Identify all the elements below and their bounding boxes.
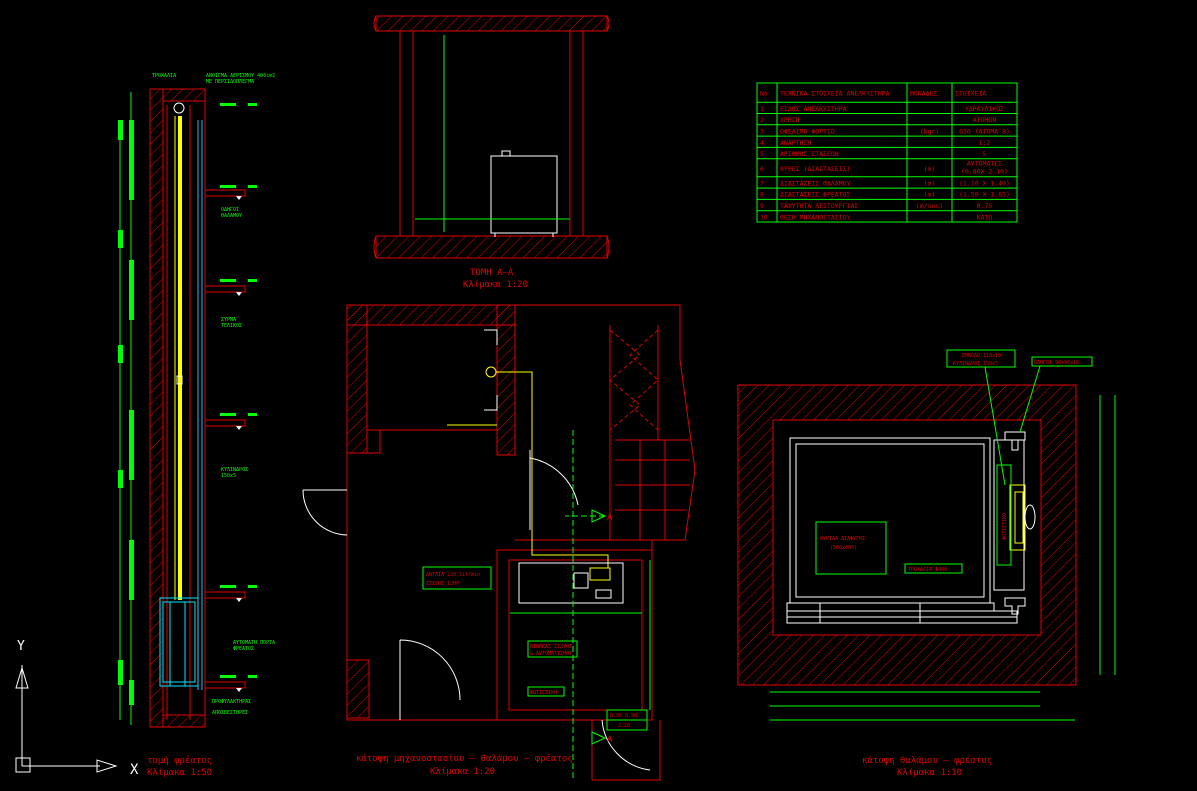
cabin-plan: ΦΩΤΙΣΤΙΚΟ ΘΥΡΙΔΑ ΔΙΑΦΥΓΗΣ (500x400) ΤΡΟΧ…	[737, 349, 1116, 721]
table-cell: 8	[760, 191, 764, 199]
table-cell: (kgr)	[920, 127, 940, 135]
section-scale: Κλίμακα 1:20	[463, 280, 528, 290]
piston-label-1: ΕΜΒΟΛΟ 110x10	[962, 353, 1001, 359]
panel-label-1: ΠΙΝΑΚΑΣ ΙΣΧΥΟΣ	[530, 644, 572, 650]
table-cell: 10	[760, 213, 768, 221]
cabin-title: κάτοψη θαλάμου — φρέατος	[862, 756, 992, 766]
table-cell: ΧΡΗΣΗ	[780, 116, 800, 124]
table-cell: 6	[760, 165, 764, 173]
shaft-label-guides-2: ΘΑΛΑΜΟΥ	[221, 213, 242, 219]
table-header-2: ΜΟΝΑΔΕΣ	[910, 90, 937, 98]
table-cell: ΔΙΑΣΤΑΣΕΙΣ ΦΡΕΑΤΟΣ	[780, 191, 851, 199]
ucs-x-label: X	[130, 762, 139, 778]
shaft-label-buffers: ΑΠΟΣΒΕΣΤΗΡΕΣ	[212, 710, 248, 716]
table-cell: 5	[983, 150, 987, 158]
ucs-y-label: Y	[17, 639, 25, 654]
table-cell: (1.50 X 1.85)	[959, 191, 1010, 199]
table-cell: 2	[760, 116, 764, 124]
hatch-label-2: (500x400)	[830, 545, 857, 551]
shaft-label-wire-2: ΤΕΛΙΚΟΣ	[221, 323, 242, 329]
shaft-label-wire-1: ΣΥΡΜΑ	[221, 317, 236, 323]
plan-label-light: ΦΩΤΙΣΤΙΚΟ	[530, 690, 557, 696]
table-header-1: ΤΕΧΝΙΚΑ ΣΤΟΙΧΕΙΑ ΑΝΕΛΚΥΣΤΗΡΑ	[780, 90, 890, 98]
table-cell: (m)	[924, 191, 936, 199]
plan-dim-box-1: 0.90 0.90	[610, 713, 637, 719]
section-title: ΤΟΜΗ Α—Α	[470, 268, 514, 278]
table-cell: 4	[760, 139, 764, 147]
table-cell: ΑΡΙΘΜΟΣ ΣΤΑΣΕΩΝ	[780, 150, 839, 158]
guide-label: ΟΔΗΓΟΙ 90x90x16	[1034, 360, 1079, 366]
table-cell: ΥΔΡΑΥΛΙΚΟΣ	[965, 105, 1004, 113]
plan-dim-box-2: 2.20	[618, 723, 630, 729]
shaft-label-guard: ΠΡΟΦΥΛΑΚΤΗΡΑΣ	[212, 699, 251, 705]
table-cell: ΔΙΑΣΤΑΣΕΙΣ ΘΑΛΑΜΟΥ	[780, 179, 851, 187]
table-cell: ΑΥΤΟΜΑΤΕΣ	[967, 160, 1002, 168]
piston-label-2: ΚΥΛΙΝΔΡΟΣ 150x5	[953, 361, 998, 367]
table-cell: ΤΑΧΥΤΗΤΑ ΛΕΙΤΟΥΡΓΙΑΣ	[780, 202, 858, 210]
table-cell: 7	[760, 179, 764, 187]
table-cell: ΑΤΟΜΩΝ	[973, 116, 997, 124]
shaft-label-door-1: ΑΥΤΟΜΑΤΗ ΠΟΡΤΑ	[233, 640, 275, 646]
panel-label-2: & ΑΥΤΟΜΑΤΙΣΜΟΥ	[530, 651, 572, 657]
table-cell: ΑΝΑΡΤΗΣΗ	[780, 139, 811, 147]
shaft-label-door-2: ΦΡΕΑΤΟΣ	[233, 646, 254, 652]
table-header-3: ΣΤΟΙΧΕΙΑ	[955, 90, 986, 98]
table-cell: ΩΦΕΛΙΜΟ ΦΟΡΤΙΟ	[780, 127, 835, 135]
pump-label-1: ΑΝΤΛΙΑ 220 lit/min	[426, 572, 480, 578]
plan-scale: Κλίμακα 1:20	[430, 767, 495, 777]
table-cell: (m)	[924, 179, 936, 187]
table-cell: 630 (ΑΤΟΜΑ 8)	[959, 127, 1010, 135]
table-cell: ΚΑΤΩ	[977, 213, 993, 221]
table-cell: ΘΕΣΗ ΜΗΧΑΝΟΣΤΑΣΙΟΥ	[780, 213, 851, 221]
shaft-label-vent-1: ΑΝΟΙΓΜΑ ΑΕΡΙΣΜΟΥ 400cm2	[206, 73, 275, 79]
cabin-scale: Κλίμακα 1:10	[897, 768, 962, 778]
section-mark-upper: A	[607, 513, 613, 523]
cabin-side-label: ΦΩΤΙΣΤΙΚΟ	[1002, 513, 1008, 540]
table-cell: (m/sec)	[916, 202, 943, 210]
table-cell: 0.75	[977, 202, 993, 210]
table-cell: 1:2	[979, 139, 991, 147]
table-cell: (m)	[924, 165, 936, 173]
shaft-scale: Κλίμακα 1:50	[147, 768, 212, 778]
table-cell: 5	[760, 150, 764, 158]
shaft-label-guides-1: ΟΔΗΓΟΙ	[221, 207, 239, 213]
machine-room-plan: A A ΑΝΤΛΙΑ 220 lit/min ΙΣΧΥΟΣ 12HP ΠΙΝΑΚ…	[302, 304, 696, 781]
table-cell: 3	[760, 127, 764, 135]
shaft-label-cylinder-1: ΚΥΛΙΝΔΡΟΣ	[221, 467, 248, 473]
table-cell: 9	[760, 202, 764, 210]
shaft-label-vent-2: ΜΕ ΠΕΡΣΙΔΟΠΛΕΓΜΑ	[206, 79, 254, 85]
table-cell: (0.80X 2.10)	[961, 168, 1008, 176]
shaft-label-cylinder-2: 150x5	[221, 473, 236, 479]
technical-data-table: No ΤΕΧΝΙΚΑ ΣΤΟΙΧΕΙΑ ΑΝΕΛΚΥΣΤΗΡΑ ΜΟΝΑΔΕΣ ΣΤΟ…	[756, 82, 1018, 223]
table-cell: ΘΥΡΕΣ (ΔΙΑΣΤΑΣΕΙΣ)	[780, 165, 850, 173]
table-cell: 1	[760, 105, 764, 113]
table-cell: ΕΙΔΟΣ ΑΝΕΛΚΥΣΤΗΡΑ	[780, 105, 847, 113]
shaft-label-top-left: ΤΡΟΧΑΛΙΑ	[152, 73, 176, 79]
plan-title: κάτοψη μηχανοστασίου — θαλάμου — φρέατος	[356, 754, 573, 764]
table-cell: (1.10 X 1.40)	[959, 179, 1010, 187]
pump-label-2: ΙΣΧΥΟΣ 12HP	[426, 581, 459, 587]
ucs-icon: Y X	[15, 639, 139, 778]
pulley-label: ΤΡΟΧΑΛΙΑ Φ400	[908, 567, 947, 573]
section-mark-lower: A	[607, 735, 613, 745]
hatch-label-1: ΘΥΡΙΔΑ ΔΙΑΦΥΓΗΣ	[820, 536, 865, 542]
section-a-a	[373, 15, 610, 259]
shaft-section: ΤΡΟΧΑΛΙΑ ΑΝΟΙΓΜΑ ΑΕΡΙΣΜΟΥ 400cm2 ΜΕ ΠΕΡΣ…	[118, 73, 275, 728]
table-header-0: No	[760, 90, 768, 98]
shaft-title: τομή φρέατος	[147, 756, 212, 766]
